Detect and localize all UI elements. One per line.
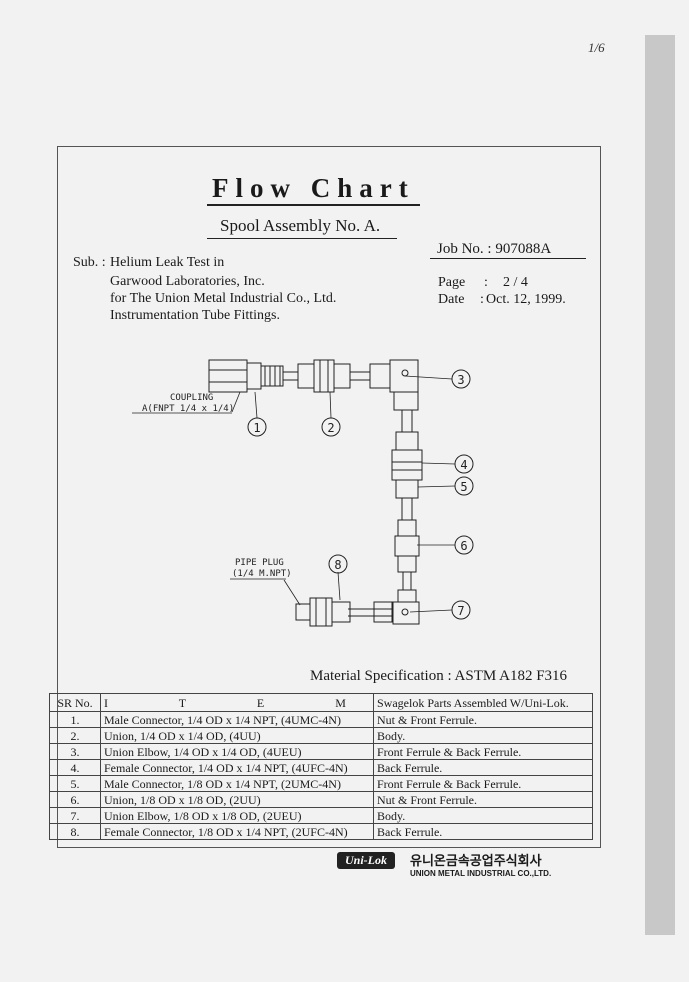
table-row: 8. Female Connector, 1/8 OD x 1/4 NPT, (… xyxy=(49,823,593,840)
column-header-item: I T E M xyxy=(100,693,374,712)
page-value: 2 / 4 xyxy=(503,275,528,290)
parts-cell: Back Ferrule. xyxy=(373,759,593,776)
svg-text:4: 4 xyxy=(460,458,467,472)
parts-cell: Body. xyxy=(373,807,593,824)
parts-cell: Nut & Front Ferrule. xyxy=(373,791,593,808)
item-cell: Female Connector, 1/8 OD x 1/4 NPT, (2UF… xyxy=(100,823,374,840)
pipe-plug-label: PIPE PLUG xyxy=(235,558,284,568)
coupling-label: COUPLING xyxy=(170,393,213,403)
pipe-plug-spec-label: (1/4 M.NPT) xyxy=(232,569,292,579)
table-row: 3. Union Elbow, 1/4 OD x 1/4 OD, (4UEU) … xyxy=(49,743,593,760)
union-elbow-fitting xyxy=(369,359,419,411)
subject-line: Garwood Laboratories, Inc. xyxy=(110,274,265,289)
date-value: Oct. 12, 1999. xyxy=(486,292,566,307)
item-cell: Union Elbow, 1/8 OD x 1/8 OD, (2UEU) xyxy=(100,807,374,824)
parts-cell: Back Ferrule. xyxy=(373,823,593,840)
table-row: 7. Union Elbow, 1/8 OD x 1/8 OD, (2UEU) … xyxy=(49,807,593,824)
svg-text:2: 2 xyxy=(327,421,334,435)
svg-text:6: 6 xyxy=(460,539,467,553)
parts-cell: Front Ferrule & Back Ferrule. xyxy=(373,775,593,792)
callout-7: 7 xyxy=(451,600,471,620)
sr-number-cell: 4. xyxy=(49,759,101,776)
table-header-row: SR No. I T E M Swagelok Parts Assembled … xyxy=(49,693,593,712)
leader-lines xyxy=(231,375,456,613)
column-header-swagelok-parts: Swagelok Parts Assembled W/Uni-Lok. xyxy=(373,693,593,712)
scan-edge-shadow xyxy=(645,35,675,935)
sr-number-cell: 8. xyxy=(49,823,101,840)
union-fitting xyxy=(297,359,351,393)
callout-6: 6 xyxy=(454,535,474,555)
parts-cell: Front Ferrule & Back Ferrule. xyxy=(373,743,593,760)
page-label: Page xyxy=(438,275,466,290)
item-cell: Male Connector, 1/4 OD x 1/4 NPT, (4UMC-… xyxy=(100,711,374,728)
table-row: 5. Male Connector, 1/8 OD x 1/4 NPT, (2U… xyxy=(49,775,593,792)
table-row: 2. Union, 1/4 OD x 1/4 OD, (4UU) Body. xyxy=(49,727,593,744)
subject-line: Instrumentation Tube Fittings. xyxy=(110,308,280,323)
company-name-english: UNION METAL INDUSTRIAL CO.,LTD. xyxy=(410,869,552,878)
union-elbow-fitting-small xyxy=(392,589,420,625)
parts-cell: Nut & Front Ferrule. xyxy=(373,711,593,728)
subject-line: Helium Leak Test in xyxy=(110,255,225,270)
male-connector-fitting xyxy=(246,362,284,390)
page-title: Flow Chart xyxy=(212,173,415,203)
column-header-sr-no: SR No. xyxy=(49,693,101,712)
table-row: 1. Male Connector, 1/4 OD x 1/4 NPT, (4U… xyxy=(49,711,593,728)
title-underline xyxy=(207,204,420,206)
item-cell: Union, 1/8 OD x 1/8 OD, (2UU) xyxy=(100,791,374,808)
callout-3: 3 xyxy=(451,369,471,389)
page-mark: 1/6 xyxy=(588,40,605,55)
callout-8: 8 xyxy=(328,554,348,574)
sr-number-cell: 6. xyxy=(49,791,101,808)
date-colon: : xyxy=(480,292,484,307)
page-subtitle: Spool Assembly No. A. xyxy=(220,216,381,235)
subtitle-underline xyxy=(207,238,397,239)
item-cell: Union Elbow, 1/4 OD x 1/4 OD, (4UEU) xyxy=(100,743,374,760)
sr-number-cell: 7. xyxy=(49,807,101,824)
item-cell: Female Connector, 1/4 OD x 1/4 NPT, (4UF… xyxy=(100,759,374,776)
job-number: Job No. : 907088A xyxy=(437,241,552,257)
items-table: SR No. I T E M Swagelok Parts Assembled … xyxy=(49,693,593,840)
coupling-fitting xyxy=(208,359,248,393)
callout-1: 1 xyxy=(247,417,267,437)
item-cell: Male Connector, 1/8 OD x 1/4 NPT, (2UMC-… xyxy=(100,775,374,792)
small-union-bottom xyxy=(373,601,393,623)
uni-lok-logo: Uni-Lok xyxy=(337,852,395,869)
company-name-korean: 유니온금속공업주식회사 xyxy=(410,854,542,869)
union-fitting-small xyxy=(394,519,420,573)
table-row: 6. Union, 1/8 OD x 1/8 OD, (2UU) Nut & F… xyxy=(49,791,593,808)
date-label: Date xyxy=(438,292,465,307)
document-frame xyxy=(57,146,601,848)
sr-number-cell: 1. xyxy=(49,711,101,728)
callout-2: 2 xyxy=(321,417,341,437)
table-row: 4. Female Connector, 1/4 OD x 1/4 NPT, (… xyxy=(49,759,593,776)
subject-line: for The Union Metal Industrial Co., Ltd. xyxy=(110,291,337,306)
job-number-underline xyxy=(430,258,586,259)
callout-5: 5 xyxy=(454,476,474,496)
svg-text:7: 7 xyxy=(457,604,464,618)
coupling-spec-label: A(FNPT 1/4 x 1/4) xyxy=(142,404,234,414)
subject-label: Sub. : xyxy=(73,255,106,270)
sr-number-cell: 2. xyxy=(49,727,101,744)
parts-cell: Body. xyxy=(373,727,593,744)
pipe-plug-assembly xyxy=(295,597,351,627)
sr-number-cell: 5. xyxy=(49,775,101,792)
material-specification: Material Specification : ASTM A182 F316 xyxy=(310,668,568,684)
svg-text:8: 8 xyxy=(334,558,341,572)
item-cell: Union, 1/4 OD x 1/4 OD, (4UU) xyxy=(100,727,374,744)
svg-text:5: 5 xyxy=(460,480,467,494)
sr-number-cell: 3. xyxy=(49,743,101,760)
svg-text:3: 3 xyxy=(457,373,464,387)
callout-4: 4 xyxy=(454,454,474,474)
svg-text:1: 1 xyxy=(253,421,260,435)
female-connector-fitting xyxy=(391,431,423,499)
page-colon: : xyxy=(484,275,488,290)
